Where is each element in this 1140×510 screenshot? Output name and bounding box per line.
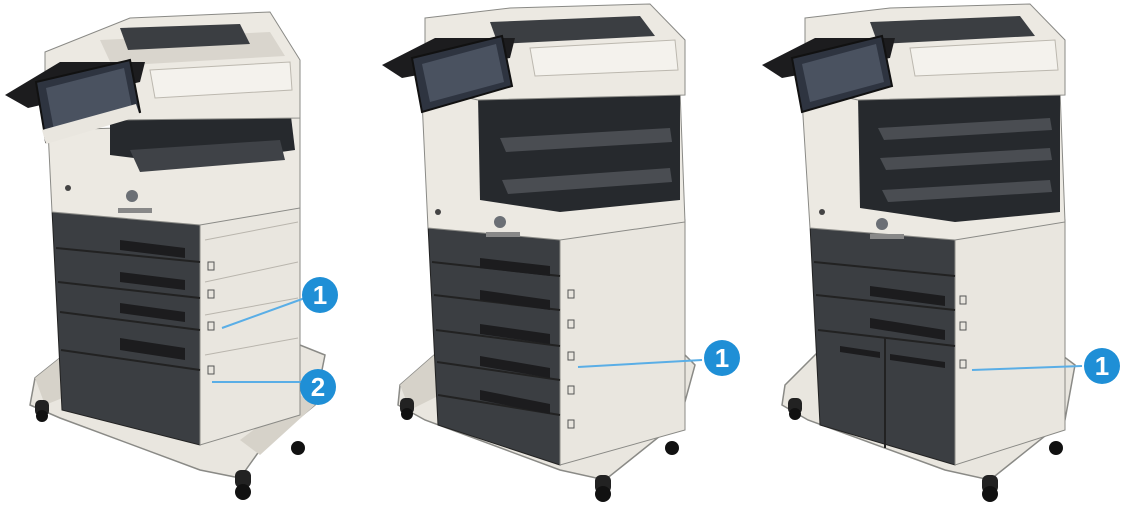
printer-illustration-1: 1 2 [0,0,380,510]
callout-2: 2 [300,369,336,405]
lower-cabinet [51,204,301,446]
callout-number: 2 [311,372,325,402]
lower-cabinet [427,219,686,466]
printer-illustration-2: 1 [380,0,760,510]
printer-illustration-3: 1 [760,0,1140,510]
lower-cabinet [809,219,1066,466]
main-body [47,108,301,226]
callout-leader-1 [577,359,703,368]
control-panel [5,58,145,144]
main-body [421,88,686,241]
control-panel [382,34,515,114]
callout-leader-1 [221,297,306,329]
callout-number: 1 [313,280,327,310]
printer-2-drawing: 1 [382,3,740,502]
callout-leader-1 [971,365,1083,371]
callout-1: 1 [1084,348,1120,384]
main-body [801,88,1066,241]
callout-1: 1 [704,340,740,376]
control-panel [762,34,895,114]
callout-1: 1 [302,277,338,313]
callout-number: 1 [715,343,729,373]
callout-number: 1 [1095,351,1109,381]
printer-1-drawing: 1 2 [5,11,338,500]
printer-3-drawing: 1 [762,3,1120,502]
